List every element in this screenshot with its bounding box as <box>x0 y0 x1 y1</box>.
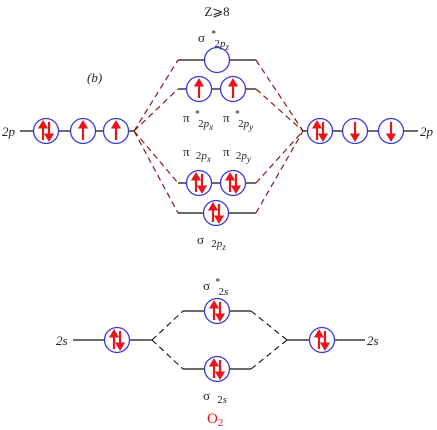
label-sigma-2pz-star: σ * 2pz <box>198 25 230 52</box>
panel-label: (b) <box>87 70 102 85</box>
orbital-pi-2p-2 <box>219 169 247 197</box>
correlation-lines-2s <box>151 310 288 370</box>
label-right-2s: 2s <box>367 333 379 348</box>
orbital-circle <box>103 326 131 354</box>
orbital-right-2p-2 <box>341 117 369 145</box>
title-condition: Z⩾8 <box>204 4 229 19</box>
orbital-sigma-2pz-star <box>203 46 231 74</box>
label-left-2s: 2s <box>56 333 68 348</box>
label-left-2p: 2p <box>2 124 16 139</box>
orbital-circle <box>203 355 231 383</box>
orbital-sigma-2s-star <box>203 297 231 325</box>
label-right-2p: 2p <box>420 124 434 139</box>
orbital-circle <box>32 117 60 145</box>
label-sigma-2s: σ 2s <box>203 388 227 406</box>
label-pi-2py-star: π * 2py <box>223 105 253 132</box>
orbital-circle <box>306 117 334 145</box>
orbital-circle <box>219 169 247 197</box>
orbital-circle <box>185 169 213 197</box>
correlation-lines-2p <box>133 59 304 214</box>
label-pi-2px-star: π * 2px <box>183 105 213 132</box>
label-sigma-2pz: σ 2pz <box>197 232 226 252</box>
orbital-right-2s <box>308 326 336 354</box>
orbital-sigma-2pz <box>202 199 230 227</box>
orbital-right-2p-3 <box>377 117 405 145</box>
orbital-left-2p-1 <box>32 117 60 145</box>
orbital-right-2p-1 <box>306 117 334 145</box>
orbital-left-2p-3 <box>102 117 130 145</box>
orbital-circle <box>308 326 336 354</box>
orbital-sigma-2s <box>203 355 231 383</box>
label-pi-2py: π 2py <box>223 144 251 164</box>
orbital-left-2p-2 <box>69 117 97 145</box>
orbital-circle <box>203 297 231 325</box>
orbital-pi-2p-star-1 <box>185 75 213 103</box>
orbital-pi-2p-star-2 <box>219 75 247 103</box>
orbital-left-2s <box>103 326 131 354</box>
orbital-boxes <box>32 46 405 383</box>
orbital-pi-2p-1 <box>185 169 213 197</box>
label-pi-2px: π 2px <box>183 144 211 164</box>
molecule-label: O2 <box>207 411 223 429</box>
orbital-circle <box>202 199 230 227</box>
label-sigma-2s-star: σ * 2s <box>203 273 228 298</box>
orbital-circle <box>203 46 231 74</box>
